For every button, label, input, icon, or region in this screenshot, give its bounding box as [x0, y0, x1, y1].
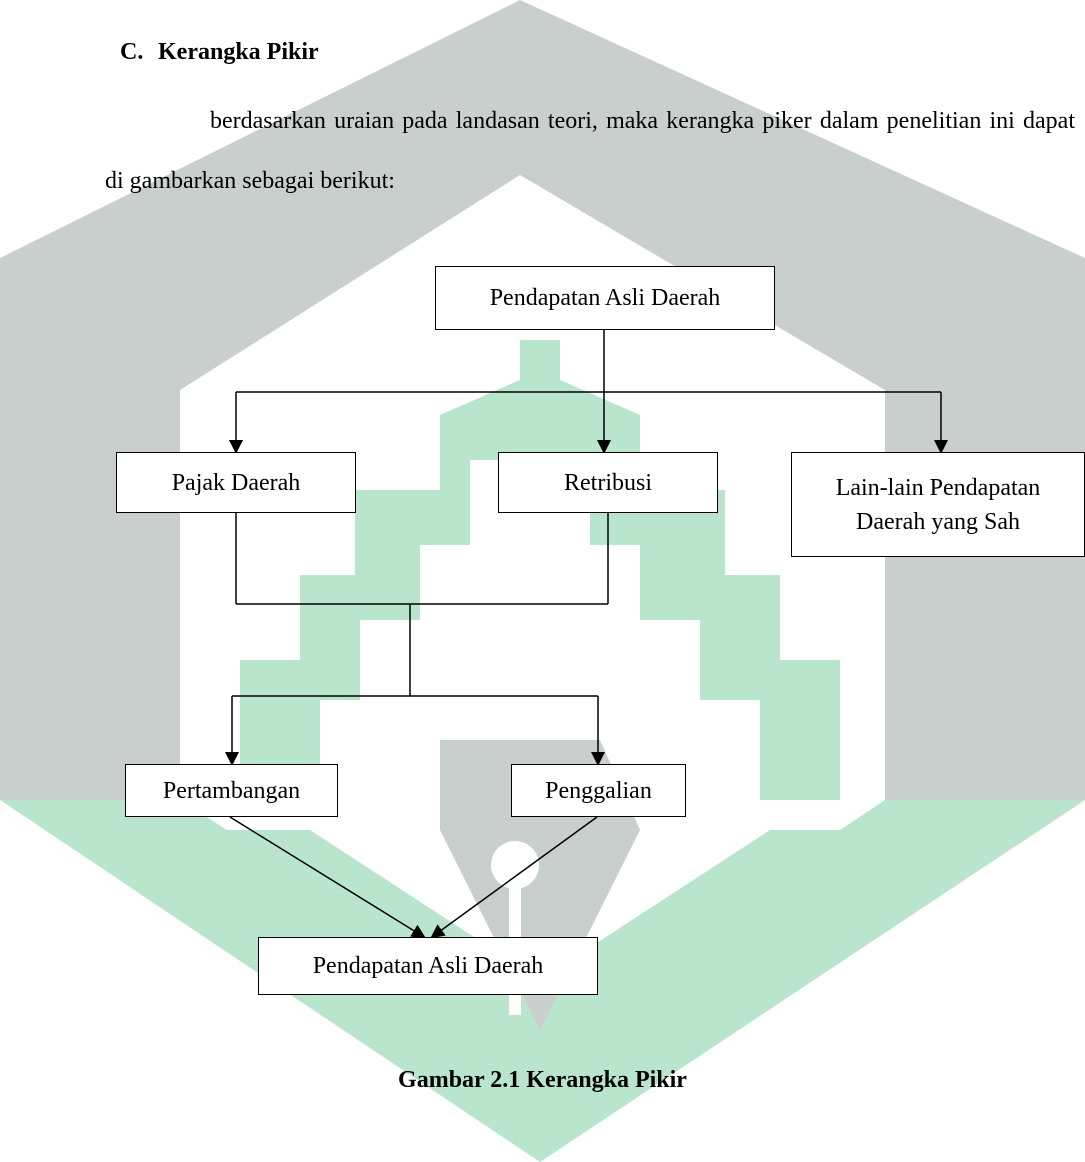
box-penggalian-label: Penggalian	[545, 777, 652, 804]
box-retribusi-label: Retribusi	[564, 469, 652, 496]
box-lainlain-line1: Lain-lain Pendapatan	[835, 474, 1041, 501]
box-pertambangan-label: Pertambangan	[162, 777, 301, 804]
box-pajak-daerah: Pajak Daerah	[116, 452, 356, 513]
box-top-label: Pendapatan Asli Daerah	[489, 285, 721, 311]
section-heading: C. Kerangka Pikir	[120, 36, 319, 68]
box-lainlain-line2: Daerah yang Sah	[856, 508, 1020, 535]
figure-caption: Gambar 2.1 Kerangka Pikir	[398, 1067, 687, 1093]
body-paragraph: berdasarkan uraian pada landasan teori, …	[105, 108, 1075, 194]
watermark-hexagon	[0, 0, 1085, 800]
box-bottom-label: Pendapatan Asli Daerah	[312, 953, 544, 979]
box-penggalian: Penggalian	[511, 764, 686, 817]
watermark-dome	[480, 395, 560, 465]
connector-pertambangan-to-bottom	[229, 816, 426, 939]
box-lain-lain: Lain-lain Pendapatan Daerah yang Sah	[791, 452, 1085, 557]
section-title: Kerangka Pikir	[158, 39, 319, 65]
section-letter: C.	[120, 39, 144, 65]
box-pertambangan: Pertambangan	[125, 764, 338, 817]
box-pendapatan-asli-daerah-bottom: Pendapatan Asli Daerah	[258, 937, 598, 995]
box-pendapatan-asli-daerah-top: Pendapatan Asli Daerah	[435, 266, 775, 330]
connector-penggalian-to-bottom	[430, 816, 598, 939]
watermark-inner-band	[200, 830, 880, 1050]
watermark-chevron	[0, 800, 1085, 1162]
box-pajak-label: Pajak Daerah	[171, 469, 301, 496]
box-retribusi: Retribusi	[498, 452, 718, 513]
